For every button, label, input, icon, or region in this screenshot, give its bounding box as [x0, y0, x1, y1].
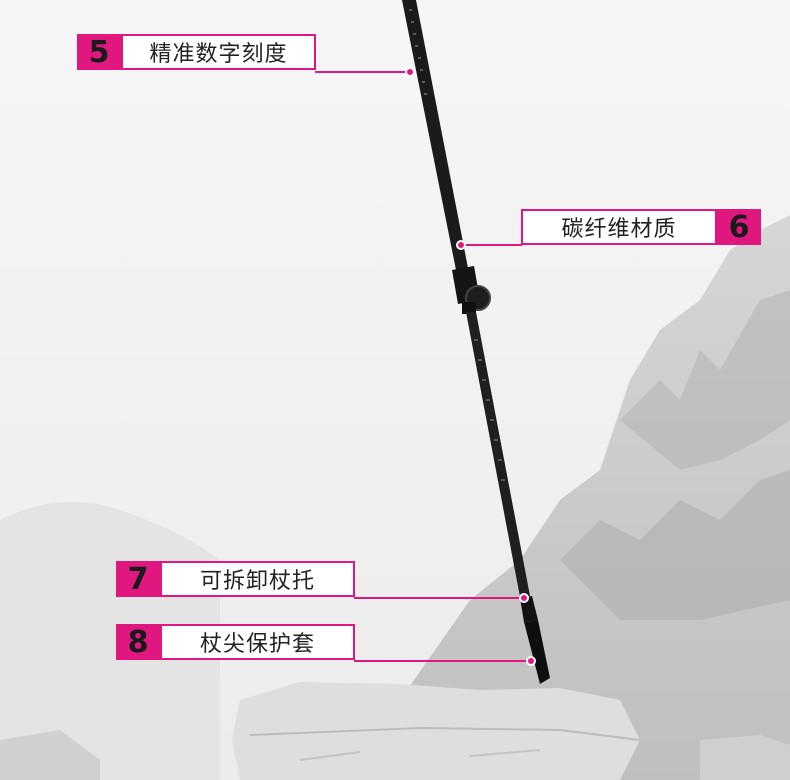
pole-lower-scale	[474, 339, 505, 481]
callout-6-dot	[456, 240, 466, 250]
mountain	[400, 215, 790, 780]
pole-upper-shaft	[402, 0, 468, 270]
callout-8: 8 杖尖保护套	[116, 624, 355, 660]
callout-8-leader	[354, 660, 531, 662]
callout-5: 5 精准数字刻度	[77, 34, 316, 70]
pole-tip-protector	[524, 620, 550, 684]
right-rock	[700, 735, 790, 780]
left-rock	[0, 730, 100, 780]
mountain-ridge	[560, 470, 790, 620]
callout-5-number: 5	[77, 34, 121, 70]
pole-scale-markings	[409, 9, 427, 95]
callout-6-label: 碳纤维材质	[521, 209, 717, 245]
mountain-shadow	[620, 290, 790, 470]
callout-6-number: 6	[717, 209, 761, 245]
callout-8-label: 杖尖保护套	[160, 624, 355, 660]
callout-7-label: 可拆卸杖托	[160, 561, 355, 597]
callout-6: 6 碳纤维材质	[521, 209, 761, 245]
callout-7-dot	[519, 593, 529, 603]
callout-7-leader	[354, 597, 524, 599]
callout-5-label: 精准数字刻度	[121, 34, 316, 70]
callout-6-leader	[461, 244, 522, 246]
callout-8-number: 8	[116, 624, 160, 660]
rock-crack	[249, 726, 641, 741]
pole-lower-shaft	[466, 312, 530, 597]
callout-8-dot	[526, 656, 536, 666]
callout-5-dot	[405, 67, 415, 77]
rock-crack-2	[299, 749, 541, 761]
callout-5-leader	[315, 71, 410, 73]
callout-7-number: 7	[116, 561, 160, 597]
callout-7: 7 可拆卸杖托	[116, 561, 355, 597]
pole-lock-collar	[462, 302, 476, 314]
